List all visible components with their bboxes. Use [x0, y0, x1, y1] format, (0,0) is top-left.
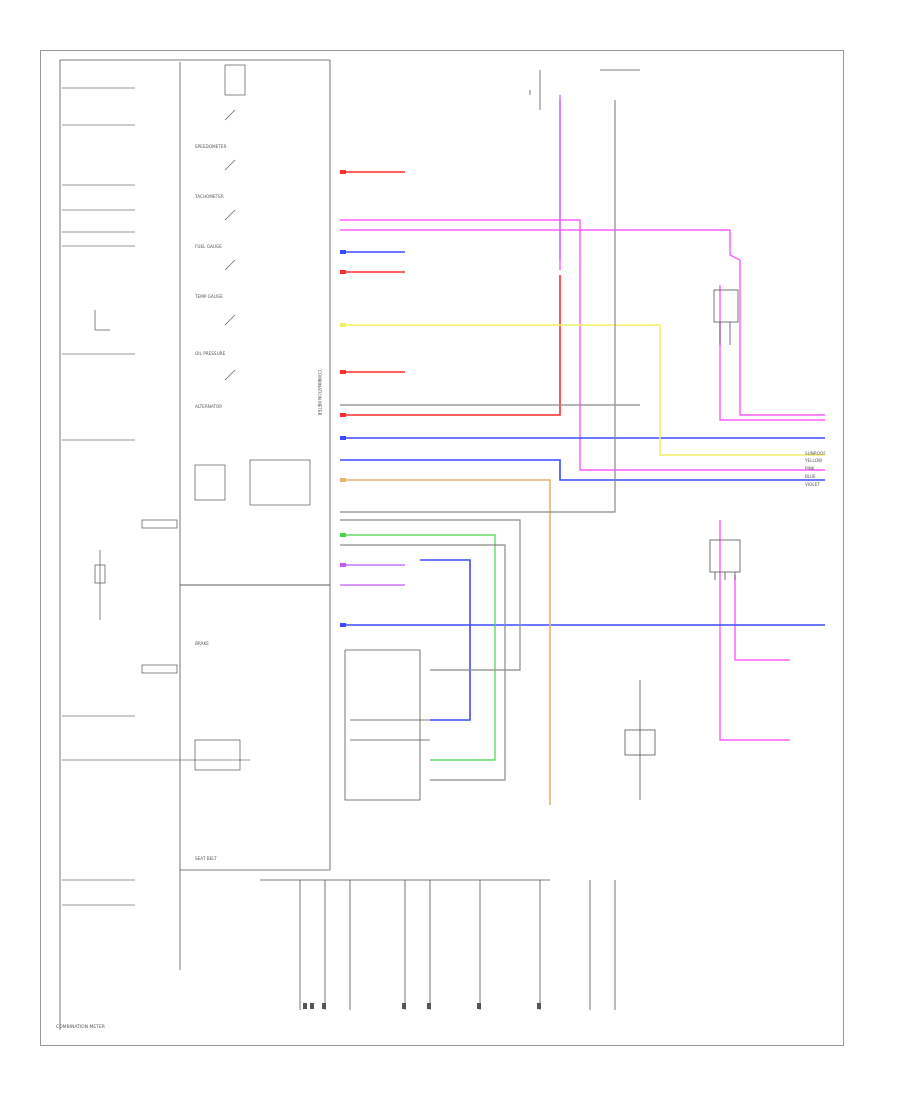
wire-red	[340, 171, 561, 416]
right-label-1: YELLOW	[804, 458, 822, 463]
connector-label: COMBINATION METER	[317, 370, 322, 416]
left-pin-rows	[62, 87, 250, 906]
wire-yellow	[340, 324, 825, 456]
wire-violet	[340, 95, 561, 586]
right-label-0: SUNROOF	[805, 451, 826, 456]
switch-ticks	[94, 109, 236, 620]
meter-label-6: BRAKE	[195, 641, 209, 646]
right-label-3: BLUE	[805, 474, 816, 479]
right-label-4: VIOLET	[805, 482, 820, 487]
wire-black	[180, 69, 656, 801]
bottom-connector-pads	[303, 1003, 541, 1009]
meter-label-4: OIL PRESSURE	[195, 351, 226, 356]
meter-label-2: FUEL GAUGE	[195, 244, 222, 249]
frame-label: COMBINATION METER	[56, 1025, 105, 1030]
wire-pink	[340, 100, 825, 741]
meter-blocks	[141, 64, 311, 771]
right-label-2: PINK	[805, 466, 815, 471]
meter-label-3: TEMP GAUGE	[194, 294, 223, 299]
meter-label-0: SPEEDOMETER	[195, 144, 226, 149]
meter-label-5: ALTERNATOR	[195, 404, 222, 409]
wire-blue	[340, 251, 825, 721]
bottom-connectors	[260, 879, 616, 1010]
meter-label-1: TACHOMETER	[194, 194, 224, 199]
wire-tabs	[340, 170, 346, 627]
wire-orange	[340, 479, 551, 805]
meter-panel	[59, 59, 331, 1030]
meter-label-7: SEAT BELT	[195, 856, 217, 861]
right-junctions	[709, 289, 741, 580]
diagram-frame	[40, 50, 844, 1046]
wire-gray	[340, 100, 641, 800]
wire-green	[340, 534, 496, 761]
